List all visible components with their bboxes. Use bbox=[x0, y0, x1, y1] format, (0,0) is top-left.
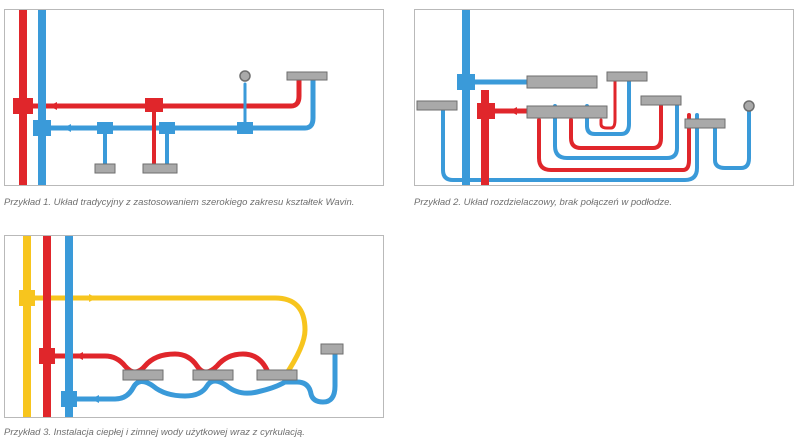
cold-loop-pipe bbox=[553, 100, 679, 160]
hot-riser bbox=[43, 236, 51, 417]
example-1-caption: Przykład 1. Układ tradycyjny z zastosowa… bbox=[4, 197, 355, 208]
example-1-diagram bbox=[4, 9, 384, 186]
flow-arrow-icon bbox=[89, 294, 97, 302]
hot-loop-pipe bbox=[48, 351, 270, 375]
example-2-svg bbox=[416, 10, 755, 186]
manifold-icon bbox=[526, 75, 598, 89]
circulation-riser bbox=[23, 236, 31, 417]
outlet-fitting-icon bbox=[122, 369, 164, 381]
outlet-fitting-icon bbox=[416, 100, 458, 111]
outlet-fitting-icon bbox=[640, 95, 682, 106]
hot-loop-pipe bbox=[445, 110, 455, 186]
cold-branch-pipe bbox=[40, 77, 316, 131]
tee-fitting-icon bbox=[13, 98, 33, 114]
cold-loop-pipe bbox=[68, 351, 338, 405]
tee-fitting-icon bbox=[159, 122, 175, 134]
outlet-fitting-icon bbox=[320, 343, 344, 355]
cold-riser bbox=[38, 10, 46, 185]
tee-fitting-icon bbox=[39, 348, 55, 364]
tee-fitting-icon bbox=[145, 98, 163, 112]
example-2-caption: Przykład 2. Układ rozdzielaczowy, brak p… bbox=[414, 197, 673, 208]
hot-riser bbox=[19, 10, 27, 185]
cold-riser bbox=[65, 236, 73, 417]
tee-fitting-icon bbox=[477, 103, 495, 119]
tee-fitting-icon bbox=[33, 120, 51, 136]
cold-loop-pipe bbox=[585, 78, 631, 136]
cold-riser bbox=[462, 10, 470, 185]
shower-head-icon bbox=[239, 70, 251, 82]
hot-loop-pipe bbox=[569, 100, 663, 150]
hot-loop-pipe bbox=[599, 78, 617, 130]
tee-fitting-icon bbox=[457, 74, 475, 90]
cold-loop-pipe bbox=[441, 103, 699, 182]
tee-fitting-icon bbox=[61, 391, 77, 407]
example-1-svg bbox=[13, 10, 328, 185]
hot-riser bbox=[481, 90, 489, 185]
tee-fitting-icon bbox=[97, 122, 113, 134]
circulation-pipe bbox=[26, 295, 308, 379]
flow-arrow-icon bbox=[49, 102, 57, 110]
outlet-fitting-icon bbox=[256, 369, 298, 381]
outlet-fitting-icon bbox=[684, 118, 726, 129]
outlet-fitting-icon bbox=[286, 71, 328, 81]
example-3-svg bbox=[19, 236, 344, 417]
flow-arrow-icon bbox=[91, 395, 99, 403]
example-2-diagram bbox=[414, 9, 794, 186]
shower-head-icon bbox=[743, 100, 755, 112]
shower-cold-pipe bbox=[713, 108, 751, 170]
outlet-fitting-icon bbox=[606, 71, 648, 82]
example-3-diagram bbox=[4, 235, 384, 418]
flow-arrow-icon bbox=[509, 107, 517, 115]
tee-fitting-icon bbox=[19, 290, 35, 306]
manifold-icon bbox=[526, 105, 608, 119]
hot-loop-pipe bbox=[537, 113, 691, 172]
flow-arrow-icon bbox=[63, 124, 71, 132]
hot-branch-pipe bbox=[22, 77, 302, 109]
example-3-caption: Przykład 3. Instalacja ciepłej i zimnej … bbox=[4, 427, 305, 438]
outlet-fitting-icon bbox=[94, 163, 178, 174]
outlet-fitting-icon bbox=[192, 369, 234, 381]
tee-fitting-icon bbox=[237, 122, 253, 134]
flow-arrow-icon bbox=[75, 352, 83, 360]
